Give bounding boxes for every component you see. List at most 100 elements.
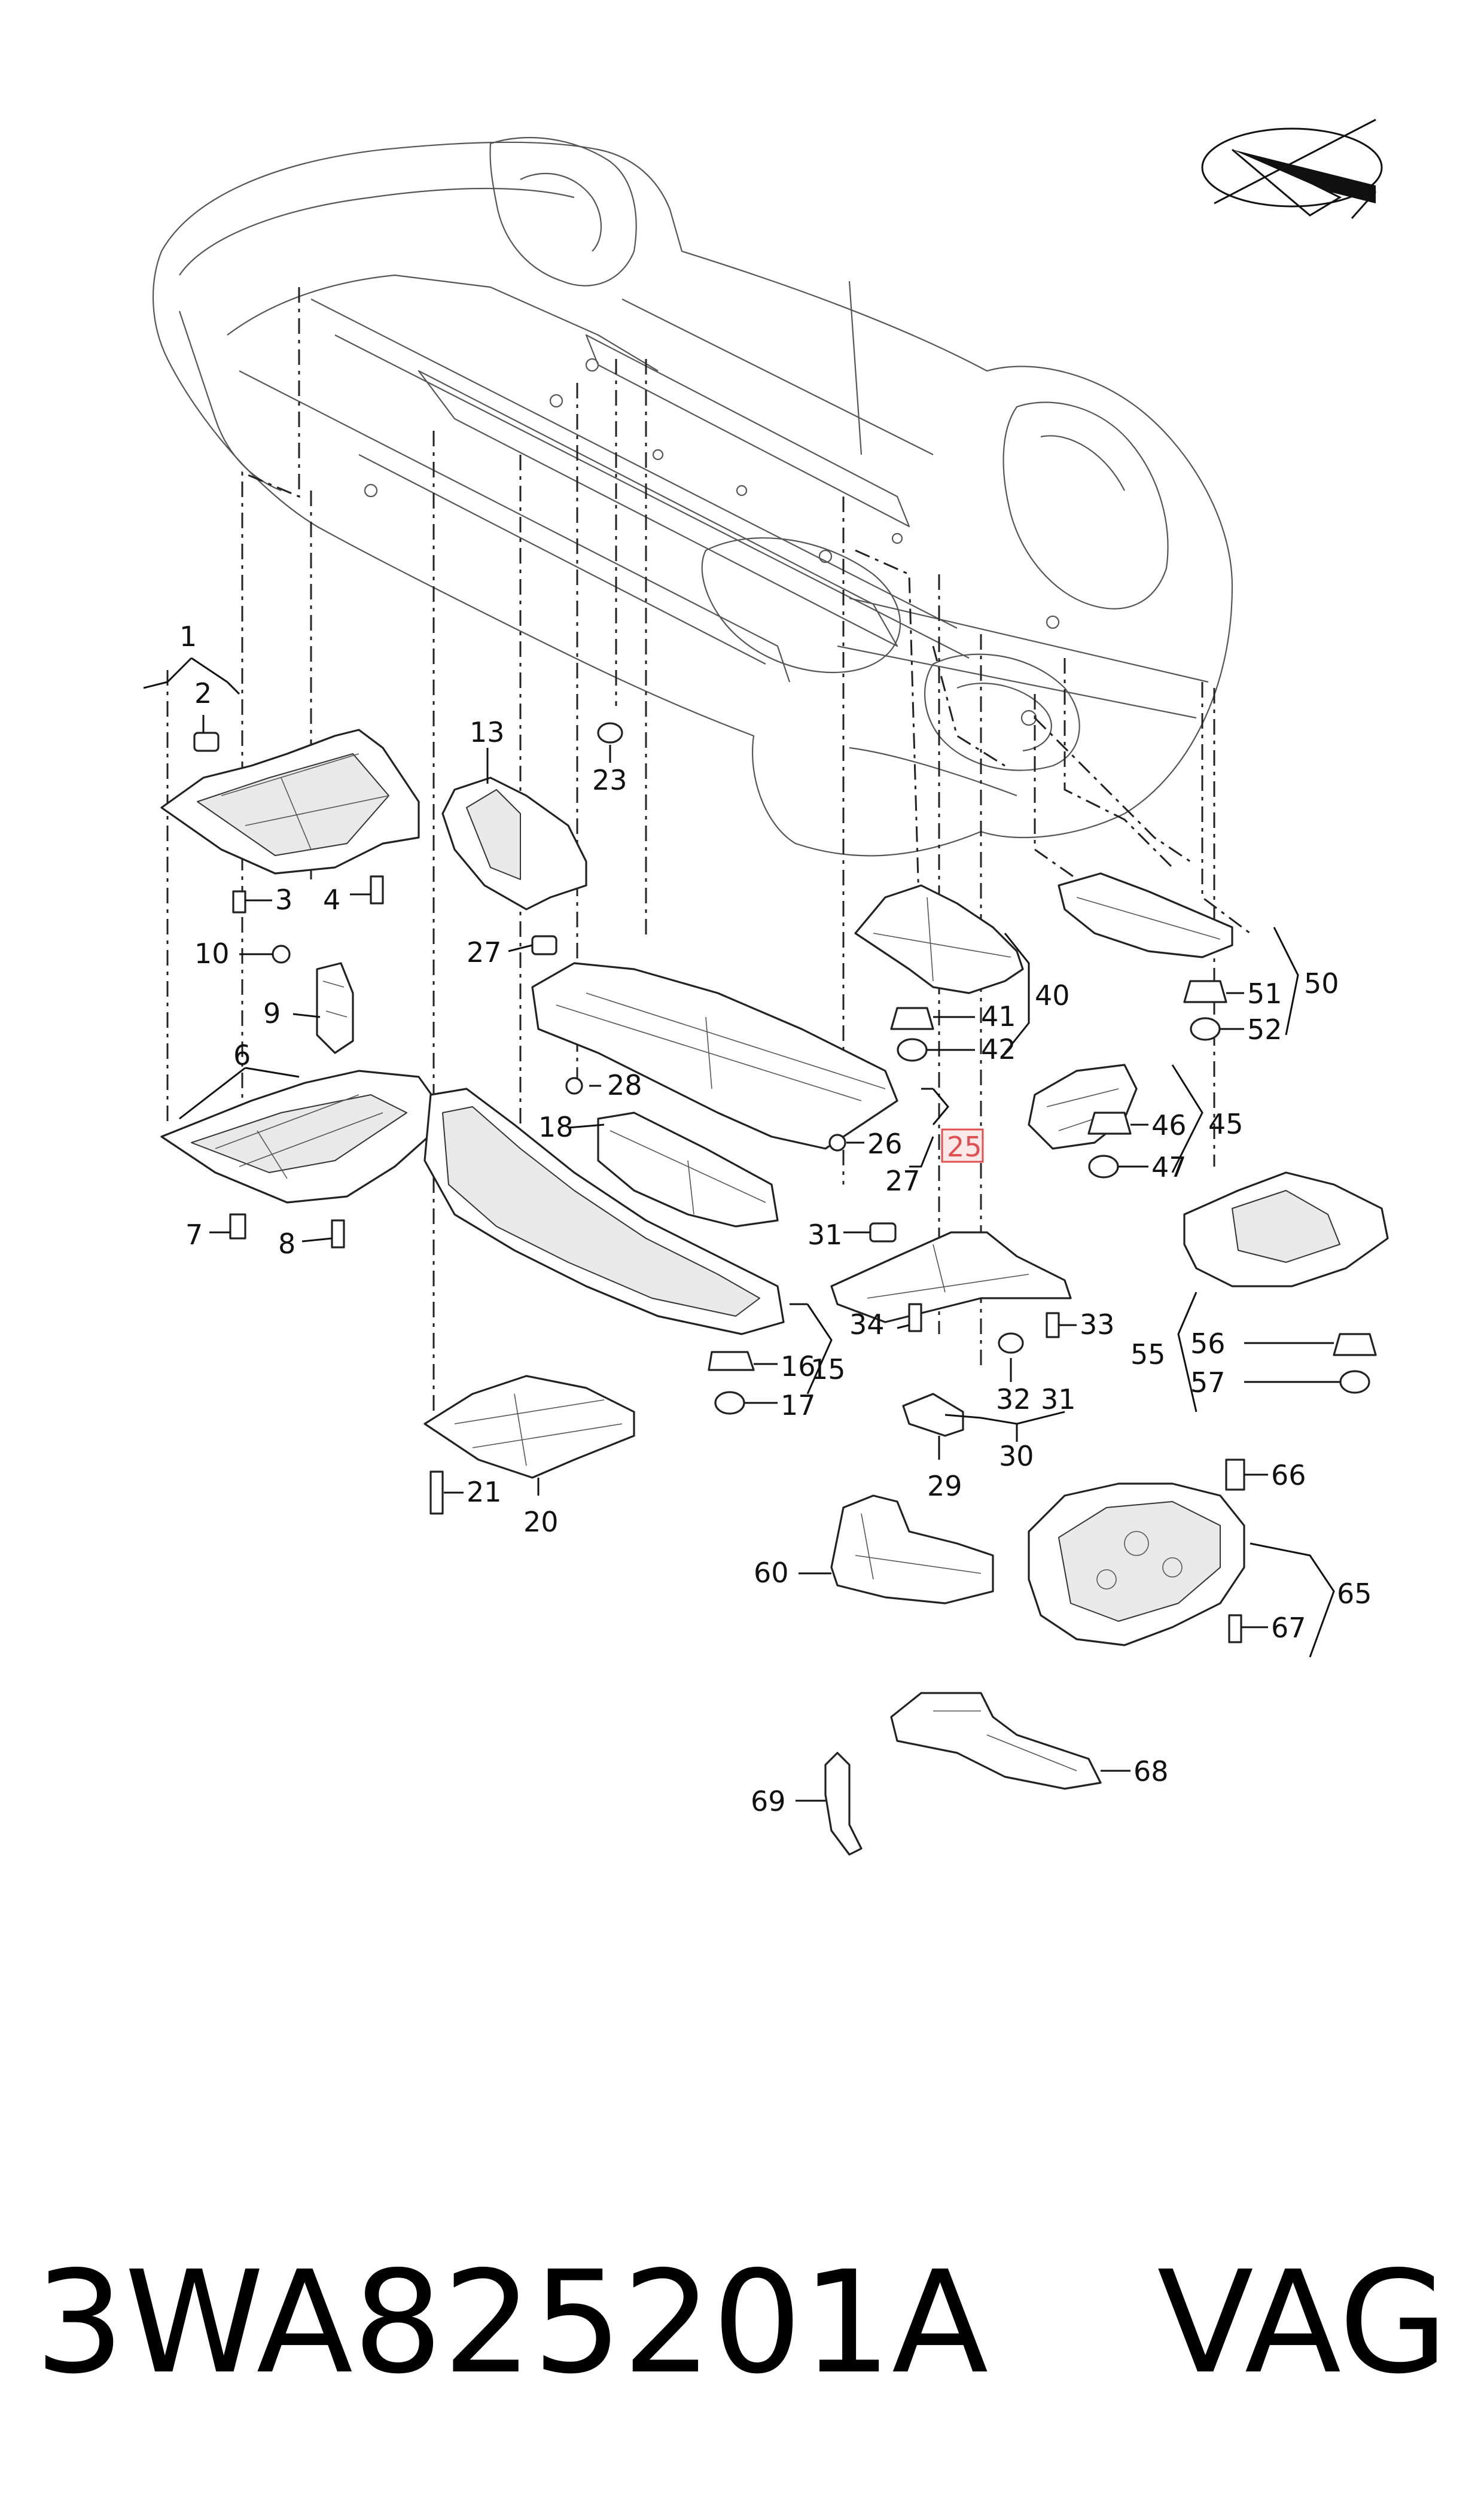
callout-34: 34 xyxy=(849,1308,885,1341)
nut-32 xyxy=(998,1332,1024,1354)
bracket-56 xyxy=(1333,1333,1377,1356)
part-50-rear-heat-shield xyxy=(1058,872,1233,958)
part-60-side-panel xyxy=(830,1494,994,1604)
screw-7 xyxy=(229,1213,246,1240)
callout-16: 16 xyxy=(781,1350,816,1383)
nut-47 xyxy=(1088,1155,1119,1179)
clip-31 xyxy=(869,1222,897,1243)
callout-46: 46 xyxy=(1151,1109,1187,1141)
bracket-41 xyxy=(890,1007,934,1030)
callout-55: 55 xyxy=(1130,1338,1166,1371)
part-68-strut xyxy=(890,1692,1102,1790)
callout-17: 17 xyxy=(781,1389,816,1421)
callout-labels: 1 2 3 4 6 7 8 9 10 13 15 16 17 18 20 21 … xyxy=(179,620,1372,1817)
callout-10: 10 xyxy=(194,937,230,970)
part-29-clip-cover xyxy=(902,1393,964,1437)
screw-8 xyxy=(331,1219,345,1249)
screw-4 xyxy=(370,875,384,905)
screw-21 xyxy=(429,1470,444,1515)
screw-3 xyxy=(232,890,246,914)
part-20-cover-plate xyxy=(423,1375,635,1479)
callout-52: 52 xyxy=(1247,1013,1282,1046)
bracket-16 xyxy=(708,1351,755,1371)
part-65-wheel-housing-liner xyxy=(1028,1482,1245,1646)
callout-27-right: 27 xyxy=(885,1165,921,1197)
callout-50: 50 xyxy=(1304,967,1339,1000)
part-number-text: 3WA825201A xyxy=(35,2240,989,2405)
fasteners xyxy=(193,722,1377,1643)
callout-56: 56 xyxy=(1190,1327,1226,1360)
leader-lines xyxy=(143,657,1340,1802)
callout-7: 7 xyxy=(185,1219,203,1251)
part-13-heat-shield xyxy=(441,777,587,911)
nut-26 xyxy=(828,1134,846,1152)
callout-25-highlight-box xyxy=(941,1128,984,1163)
callout-15: 15 xyxy=(810,1353,846,1386)
callout-28: 28 xyxy=(607,1069,642,1101)
screw-33 xyxy=(1046,1312,1060,1338)
clip-2 xyxy=(193,732,220,752)
callout-4: 4 xyxy=(323,884,340,916)
callout-21: 21 xyxy=(467,1476,502,1508)
bracket-46 xyxy=(1087,1112,1132,1135)
callout-9: 9 xyxy=(263,997,281,1030)
callout-69: 69 xyxy=(751,1785,786,1817)
callout-47: 47 xyxy=(1151,1151,1187,1183)
part-69-trim-strip xyxy=(824,1752,863,1856)
callout-66: 66 xyxy=(1271,1459,1306,1491)
callout-31-left: 31 xyxy=(807,1219,843,1251)
nut-57 xyxy=(1339,1370,1370,1394)
part-25-center-underbody-panel xyxy=(531,962,898,1150)
callout-51: 51 xyxy=(1247,978,1282,1010)
screw-28 xyxy=(565,1077,583,1095)
callout-41: 41 xyxy=(981,1000,1016,1033)
part-1-engine-undertray-upper xyxy=(160,729,420,875)
part-9-bracket xyxy=(316,962,354,1054)
callout-40: 40 xyxy=(1035,979,1070,1012)
callout-25: 25 xyxy=(947,1131,982,1163)
callout-68: 68 xyxy=(1133,1755,1169,1788)
brand-text: VAG xyxy=(1157,2240,1448,2405)
callout-20: 20 xyxy=(523,1506,559,1538)
callout-26: 26 xyxy=(867,1128,903,1160)
part-6-engine-undertray-lower xyxy=(160,1070,450,1204)
callout-30: 30 xyxy=(999,1440,1034,1472)
callout-65: 65 xyxy=(1337,1578,1372,1610)
car-underbody-drawing xyxy=(152,136,1233,857)
orientation-view-icon xyxy=(1201,118,1383,219)
callout-32: 32 xyxy=(996,1383,1031,1415)
callout-45: 45 xyxy=(1208,1108,1244,1140)
plug-23 xyxy=(597,722,623,744)
callout-1: 1 xyxy=(179,620,197,653)
screw-67 xyxy=(1228,1614,1242,1643)
part-55-rear-heat-shield xyxy=(1183,1171,1389,1287)
part-15-side-sill-trim xyxy=(423,1088,785,1335)
callout-13: 13 xyxy=(470,716,505,748)
callout-57: 57 xyxy=(1190,1366,1226,1399)
bolt-10 xyxy=(272,945,291,964)
part-18-heat-shield xyxy=(597,1112,779,1228)
callout-8: 8 xyxy=(278,1228,295,1260)
clip-27 xyxy=(531,935,557,955)
bracket-51 xyxy=(1183,980,1227,1003)
part-30-tunnel-bracket xyxy=(830,1231,1072,1323)
callout-23: 23 xyxy=(592,764,627,796)
nut-42 xyxy=(897,1038,928,1062)
callout-60: 60 xyxy=(754,1557,789,1589)
callout-3: 3 xyxy=(275,884,292,916)
callout-18: 18 xyxy=(538,1111,574,1143)
callout-2: 2 xyxy=(194,677,212,710)
screw-34 xyxy=(908,1303,922,1332)
callout-33: 33 xyxy=(1080,1308,1115,1341)
callout-29: 29 xyxy=(927,1470,962,1502)
callout-67: 67 xyxy=(1271,1612,1306,1644)
part-40-rear-bracket xyxy=(854,884,1024,994)
callout-27-left: 27 xyxy=(467,936,502,969)
callout-42: 42 xyxy=(981,1033,1016,1065)
callout-31-right: 31 xyxy=(1041,1383,1076,1415)
clip-66 xyxy=(1225,1459,1245,1491)
nut-52 xyxy=(1190,1017,1221,1041)
part-45-rear-bracket xyxy=(1028,1064,1138,1150)
callout-6: 6 xyxy=(233,1039,251,1071)
